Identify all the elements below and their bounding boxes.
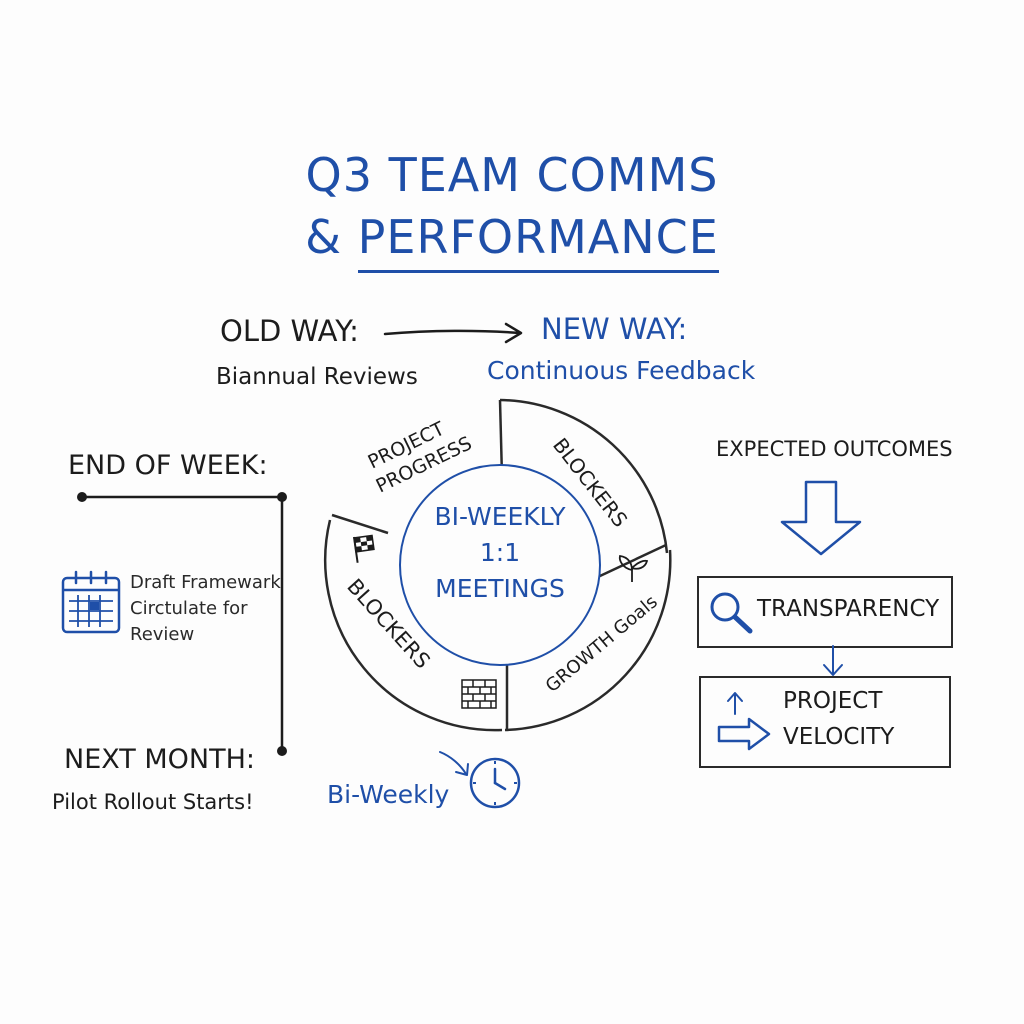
task-line-3: Review	[130, 624, 195, 645]
outcome-transparency-box: TRANSPARENCY	[697, 576, 953, 648]
title-line-1: Q3 TEAM COMMS	[305, 148, 719, 202]
wheel-center-line1: BI-WEEKLY	[434, 502, 566, 531]
outcome-transparency-label: TRANSPARENCY	[757, 596, 940, 622]
wheel-outer-arc-left	[323, 519, 503, 732]
task-line-1: Draft Framewark	[130, 572, 281, 593]
outcome-velocity-box: PROJECT VELOCITY	[699, 676, 951, 768]
transition-arrow	[383, 322, 523, 344]
outcome-velocity-label-1: PROJECT	[783, 688, 883, 714]
sprout-icon	[618, 555, 649, 582]
timeline-start-label: END OF WEEK:	[68, 450, 268, 481]
task-line-2: Circtulate for	[130, 598, 248, 619]
title-prefix: &	[305, 210, 358, 264]
wheel-outer-arc-bottom-right	[504, 549, 672, 732]
cadence-label: Bi-Weekly	[327, 780, 450, 809]
title-emphasis: PERFORMANCE	[357, 210, 719, 273]
calendar-icon	[61, 570, 121, 634]
title-line-2: & PERFORMANCE	[0, 210, 1024, 273]
old-way-subtitle: Biannual Reviews	[216, 364, 418, 390]
brick-wall-icon	[461, 679, 497, 709]
new-way-subtitle: Continuous Feedback	[487, 356, 756, 385]
outcomes-heading: EXPECTED OUTCOMES	[716, 437, 953, 461]
outcomes-down-arrow	[780, 480, 862, 556]
timeline-end-subtitle: Pilot Rollout Starts!	[52, 790, 254, 814]
wheel-center-line3: MEETINGS	[435, 574, 565, 603]
timeline-bracket	[77, 492, 287, 756]
wheel-center-line2: 1:1	[480, 538, 520, 567]
old-way-heading: OLD WAY:	[220, 314, 359, 348]
timeline-end-label: NEXT MONTH:	[64, 744, 255, 775]
magnifier-icon	[710, 592, 753, 634]
wheel-divider-left	[331, 513, 389, 535]
flag-icon	[353, 534, 375, 563]
meetings-wheel: PROJECT PROGRESS BLOCKERS GROWTH Goals B…	[323, 398, 672, 732]
new-way-heading: NEW WAY:	[541, 312, 688, 346]
outcomes-connector-arrow	[823, 645, 843, 676]
wheel-center-circle	[399, 464, 601, 666]
velocity-arrows-icon	[717, 692, 771, 751]
outcome-velocity-label-2: VELOCITY	[783, 724, 895, 750]
wheel-outer-arc-top-right	[499, 398, 669, 554]
clock-icon	[439, 751, 521, 809]
